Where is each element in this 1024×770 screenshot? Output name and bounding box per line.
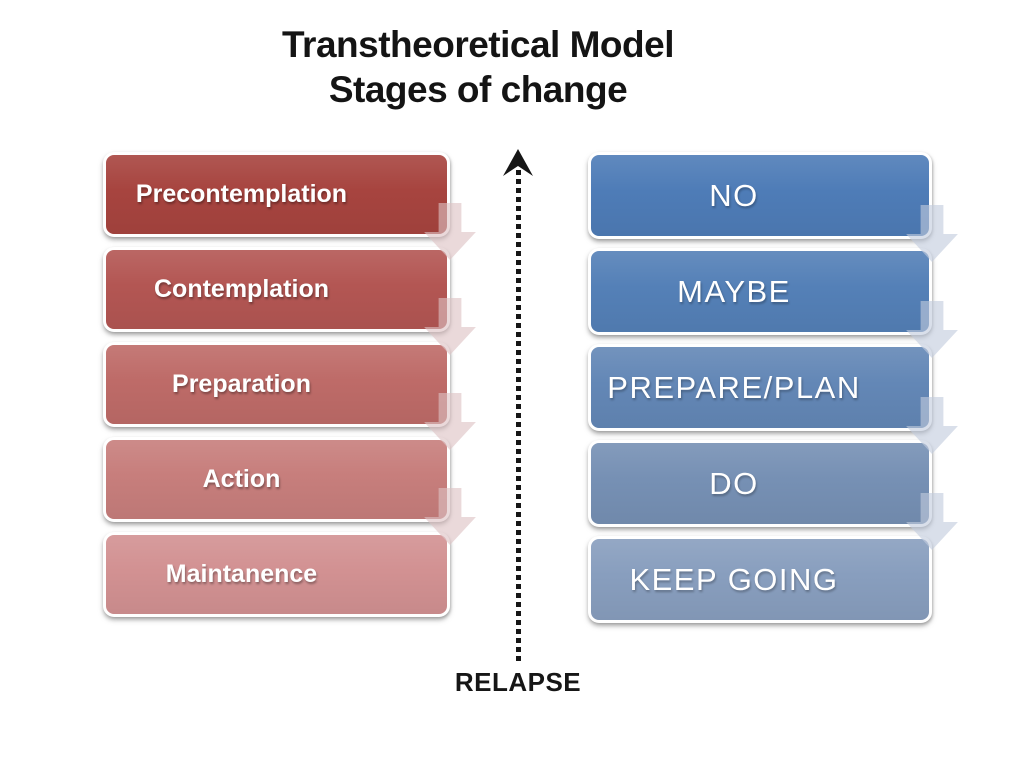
relapse-label: RELAPSE <box>454 667 582 697</box>
stage-box-label: Contemplation <box>154 275 329 303</box>
stage-box-label: Preparation <box>172 370 311 398</box>
page-title-line-2: Stages of change <box>328 69 628 110</box>
page-title-line-1: Transtheoretical Model <box>282 24 675 65</box>
left-column: Precontemplation Contemplation Preparati… <box>103 152 476 617</box>
right-column: NO MAYBE PREPARE/PLAN DO KEEP GOING <box>588 152 958 623</box>
stage-box-label: Precontemplation <box>135 180 348 208</box>
stage-box-action: Action <box>103 437 476 545</box>
stage-box-preparation: Preparation <box>103 342 476 450</box>
stage-box-maintanence: Maintanence <box>103 532 450 617</box>
stage-box-label: NO <box>709 177 759 213</box>
stage-box-no: NO <box>588 152 958 262</box>
stage-box-prepare-plan: PREPARE/PLAN <box>588 344 958 454</box>
page-title: Transtheoretical Model Stages of change <box>0 22 956 112</box>
stage-box-label: KEEP GOING <box>629 561 839 597</box>
stage-box-precontemplation: Precontemplation <box>103 152 476 260</box>
stage-box-contemplation: Contemplation <box>103 247 476 355</box>
stage-box-label: PREPARE/PLAN <box>607 369 861 405</box>
stage-box-label: DO <box>709 465 759 501</box>
stage-box-label: MAYBE <box>677 273 791 309</box>
relapse-dotted-line <box>516 170 521 664</box>
stage-box-maybe: MAYBE <box>588 248 958 358</box>
stage-box-label: Action <box>202 465 281 493</box>
stage-box-do: DO <box>588 440 958 550</box>
relapse-up-arrowhead-icon <box>503 149 533 176</box>
stage-box-label: Maintanence <box>165 560 318 588</box>
stage-box-keep-going: KEEP GOING <box>588 536 932 623</box>
